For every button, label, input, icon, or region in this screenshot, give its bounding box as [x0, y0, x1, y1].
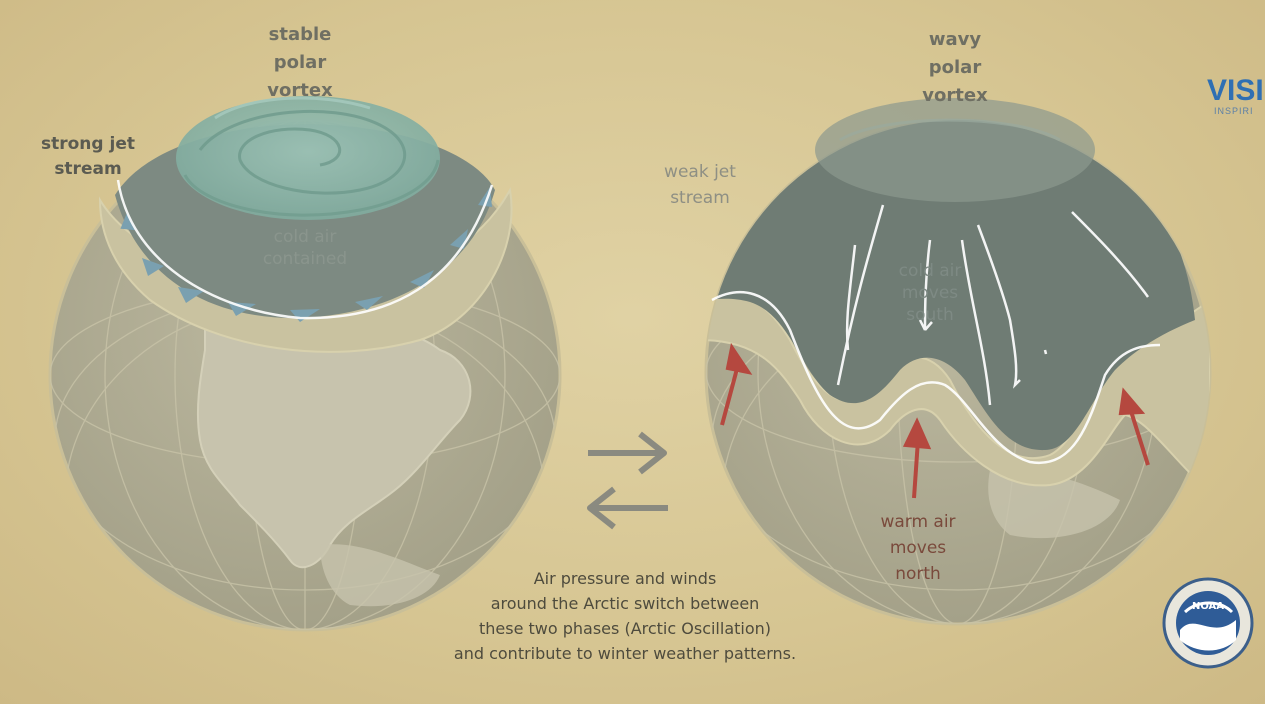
left-annotation-stroke — [116, 179, 494, 320]
brand-logo: VISI — [1207, 76, 1264, 106]
right-inner-label: cold air moves south — [898, 261, 962, 325]
red-up-arrow-icon — [720, 342, 1150, 499]
noaa-seal-icon: NOAA — [1162, 577, 1254, 669]
right-warm-label: warm air moves north — [880, 512, 956, 584]
left-inner-label: cold air contained — [262, 227, 348, 269]
right-cold-region — [706, 120, 1195, 451]
left-jet-label: strong jet stream — [41, 134, 135, 179]
left-globe — [48, 96, 562, 632]
caption: Air pressure and winds around the Arctic… — [453, 569, 797, 663]
wavy-vortex — [815, 98, 1095, 202]
noaa-emblem-text: NOAA — [1192, 601, 1224, 612]
right-title: wavy polar vortex — [922, 29, 988, 106]
left-right-arrows-icon — [587, 431, 668, 530]
stable-vortex — [176, 96, 440, 220]
left-title: stable polar vortex — [267, 24, 333, 101]
right-globe — [704, 98, 1212, 626]
right-jet-label: weak jet stream — [664, 162, 736, 208]
right-annotation-strokes — [711, 204, 1161, 465]
brand-logo-subtext: INSPIRI — [1214, 106, 1254, 116]
